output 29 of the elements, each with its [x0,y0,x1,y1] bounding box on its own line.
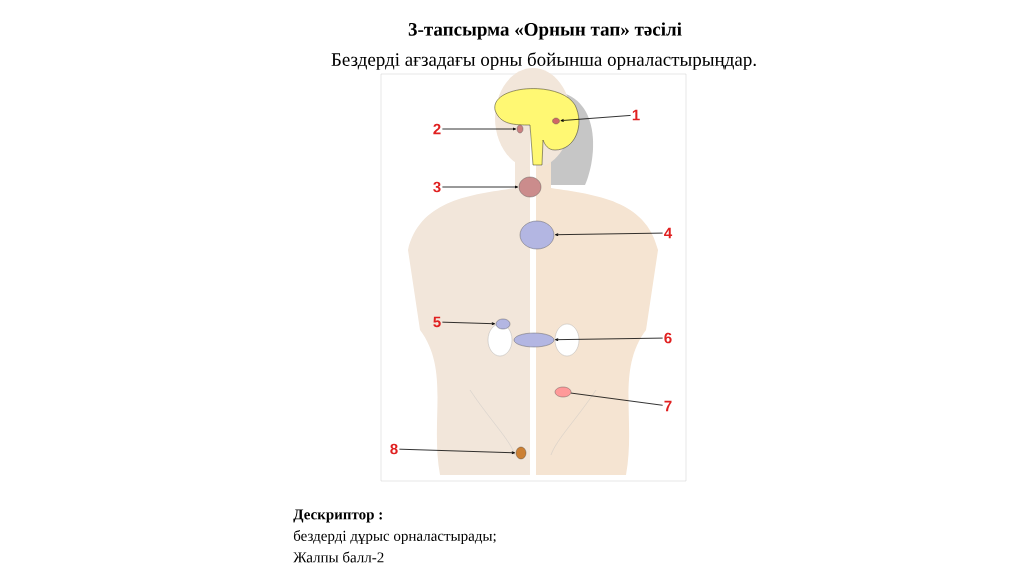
callout-number: 4 [664,227,673,239]
descriptor-text: бездерді дұрыс орналастырады; [293,530,496,544]
callout-number: 3 [433,181,441,193]
leader-line [442,321,496,326]
instruction-text: Бездерді ағзадағы орны бойынша орналастырыңдар. [331,52,756,70]
leader-line [554,337,664,342]
callout-number: 6 [664,332,672,344]
gland-drawing [552,117,560,125]
leader-line [560,115,632,122]
callout-number: 2 [433,123,441,135]
leader-line [554,232,664,237]
gland-drawing [554,386,572,398]
gland-drawing [513,332,555,348]
gland-drawing [518,176,542,198]
heading-text: Дескриптор : [293,509,382,523]
leader-line [442,127,517,131]
gland-drawing [519,220,555,250]
callout-number: 5 [433,316,441,328]
leader-line [399,448,516,455]
gland-drawing [515,446,527,460]
title: 3-тапсырма «Орнын тап» тәсілі [408,22,682,40]
callout-number: 1 [632,109,640,121]
score-text: Жалпы балл-2 [293,551,384,563]
leader-line [570,392,664,406]
leader-line [442,185,519,189]
callout-number: 7 [664,400,672,412]
gland-drawing [516,124,524,134]
gland-drawing [495,318,511,330]
callout-number: 8 [390,443,398,455]
